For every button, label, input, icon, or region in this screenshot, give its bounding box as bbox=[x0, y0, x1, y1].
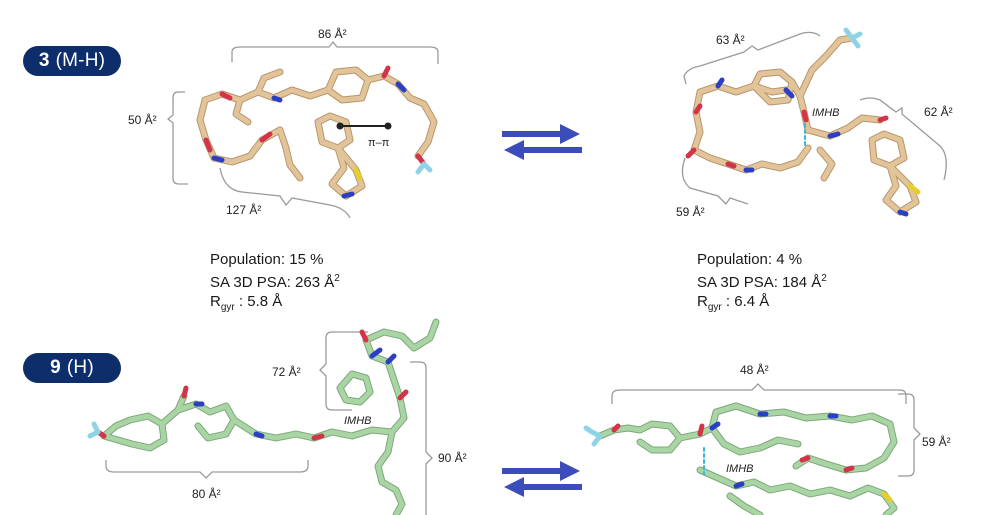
area-label-9a-top: 72 Å² bbox=[272, 364, 301, 379]
area-label-9b-top: 48 Å² bbox=[740, 362, 769, 377]
molecule-9-conformer-b bbox=[583, 402, 898, 515]
compound-3-state: (M-H) bbox=[55, 50, 106, 71]
rgyr-text: Rgyr : 5.8 Å bbox=[210, 293, 283, 313]
area-label-9b-right: 59 Å² bbox=[922, 434, 951, 449]
area-label-3b-top: 63 Å² bbox=[716, 32, 745, 47]
area-label-9a-bottom: 80 Å² bbox=[192, 486, 221, 501]
compound-3-conf-b-stats: Population: 4 % SA 3D PSA: 184 Å2 Rgyr :… bbox=[697, 250, 827, 317]
imhb-label-3b: IMHB bbox=[812, 107, 840, 119]
population-text: Population: 15 % bbox=[210, 251, 324, 268]
equilibrium-arrow-3 bbox=[502, 124, 582, 160]
rgyr-text: Rgyr : 6.4 Å bbox=[697, 293, 770, 313]
compound-3-badge: 3 (M-H) bbox=[23, 46, 121, 76]
imhb-label-9b: IMHB bbox=[726, 463, 754, 475]
area-label-3b-left: 59 Å² bbox=[676, 204, 705, 219]
compound-3-conf-a-stats: Population: 15 % SA 3D PSA: 263 Å2 Rgyr … bbox=[210, 250, 340, 317]
molecule-9-conformer-a bbox=[87, 318, 440, 515]
compound-9-badge: 9 (H) bbox=[23, 353, 121, 383]
area-label-3b-right: 62 Å² bbox=[924, 104, 953, 119]
psa-text: SA 3D PSA: 263 Å2 bbox=[210, 273, 340, 291]
pi-pi-label: π–π bbox=[368, 137, 390, 149]
equilibrium-arrow-9 bbox=[502, 461, 582, 497]
compound-3-number: 3 bbox=[38, 50, 50, 71]
population-text: Population: 4 % bbox=[697, 251, 803, 268]
area-label-3a-left: 50 Å² bbox=[128, 112, 157, 127]
psa-text: SA 3D PSA: 184 Å2 bbox=[697, 273, 827, 291]
area-label-9a-right: 90 Å² bbox=[438, 450, 467, 465]
molecule-3-conformer-a bbox=[196, 65, 438, 200]
molecule-3-conformer-b bbox=[685, 27, 921, 217]
area-label-3a-bottom: 127 Å² bbox=[226, 202, 261, 217]
area-brackets-3 bbox=[166, 31, 947, 219]
imhb-label-9a: IMHB bbox=[344, 415, 372, 427]
area-brackets-9 bbox=[105, 331, 921, 515]
compound-9-number: 9 bbox=[50, 357, 61, 378]
compound-9-state: (H) bbox=[66, 357, 94, 378]
area-label-3a-top: 86 Å² bbox=[318, 26, 347, 41]
